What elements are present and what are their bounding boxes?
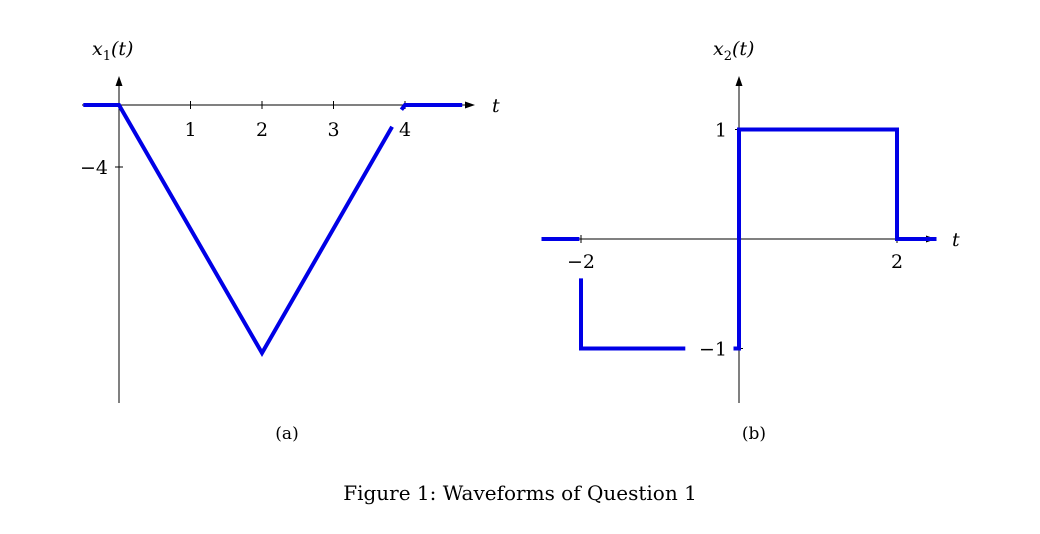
tick-marks-b: −2 2 1 −1: [567, 120, 903, 361]
figure-caption: Figure 1: Waveforms of Question 1: [343, 481, 697, 505]
waveform-segment-a-1: [399, 103, 463, 111]
y-axis-arrow-a: [115, 76, 123, 86]
series-b: [541, 127, 937, 351]
x-tick-label-a-2: 3: [327, 119, 339, 141]
y-axis-label-b: x2(t): [713, 38, 754, 64]
subcaption-b: (b): [742, 424, 766, 444]
waveform-segment-a-0: [83, 103, 394, 358]
waveform-segment-b-2: [733, 127, 937, 351]
x-tick-label-b-0: −2: [567, 251, 595, 273]
x-tick-label-a-0: 1: [184, 119, 196, 141]
y-axis-label-b-sub: 2: [724, 49, 732, 64]
y-axis-label-a-main: x: [92, 38, 103, 60]
y-axis-label-a-arg: (t): [111, 38, 133, 60]
x-tick-label-a-1: 2: [256, 119, 268, 141]
waveform-segment-b-1: [579, 278, 686, 351]
y-axis-label-b-arg: (t): [732, 38, 754, 60]
subcaption-a: (a): [275, 424, 298, 444]
y-tick-label-b-1: −1: [699, 339, 727, 361]
x-axis-label-b: t: [952, 229, 960, 251]
series-a: [83, 103, 463, 358]
y-tick-label-b-0: 1: [715, 120, 727, 142]
x-tick-label-b-1: 2: [891, 251, 903, 273]
tick-marks-a: 1 2 3 4 −4: [80, 101, 411, 179]
y-axis-label-b-main: x: [713, 38, 724, 60]
y-axis-arrow-b: [735, 76, 743, 86]
x-tick-label-a-3: 4: [399, 119, 411, 141]
x-axis-label-a: t: [492, 95, 500, 117]
y-axis-label-a: x1(t): [92, 38, 133, 64]
y-axis-label-a-sub: 1: [103, 49, 111, 64]
y-tick-label-a-0: −4: [80, 157, 108, 179]
x-axis-arrow-a: [465, 101, 475, 109]
